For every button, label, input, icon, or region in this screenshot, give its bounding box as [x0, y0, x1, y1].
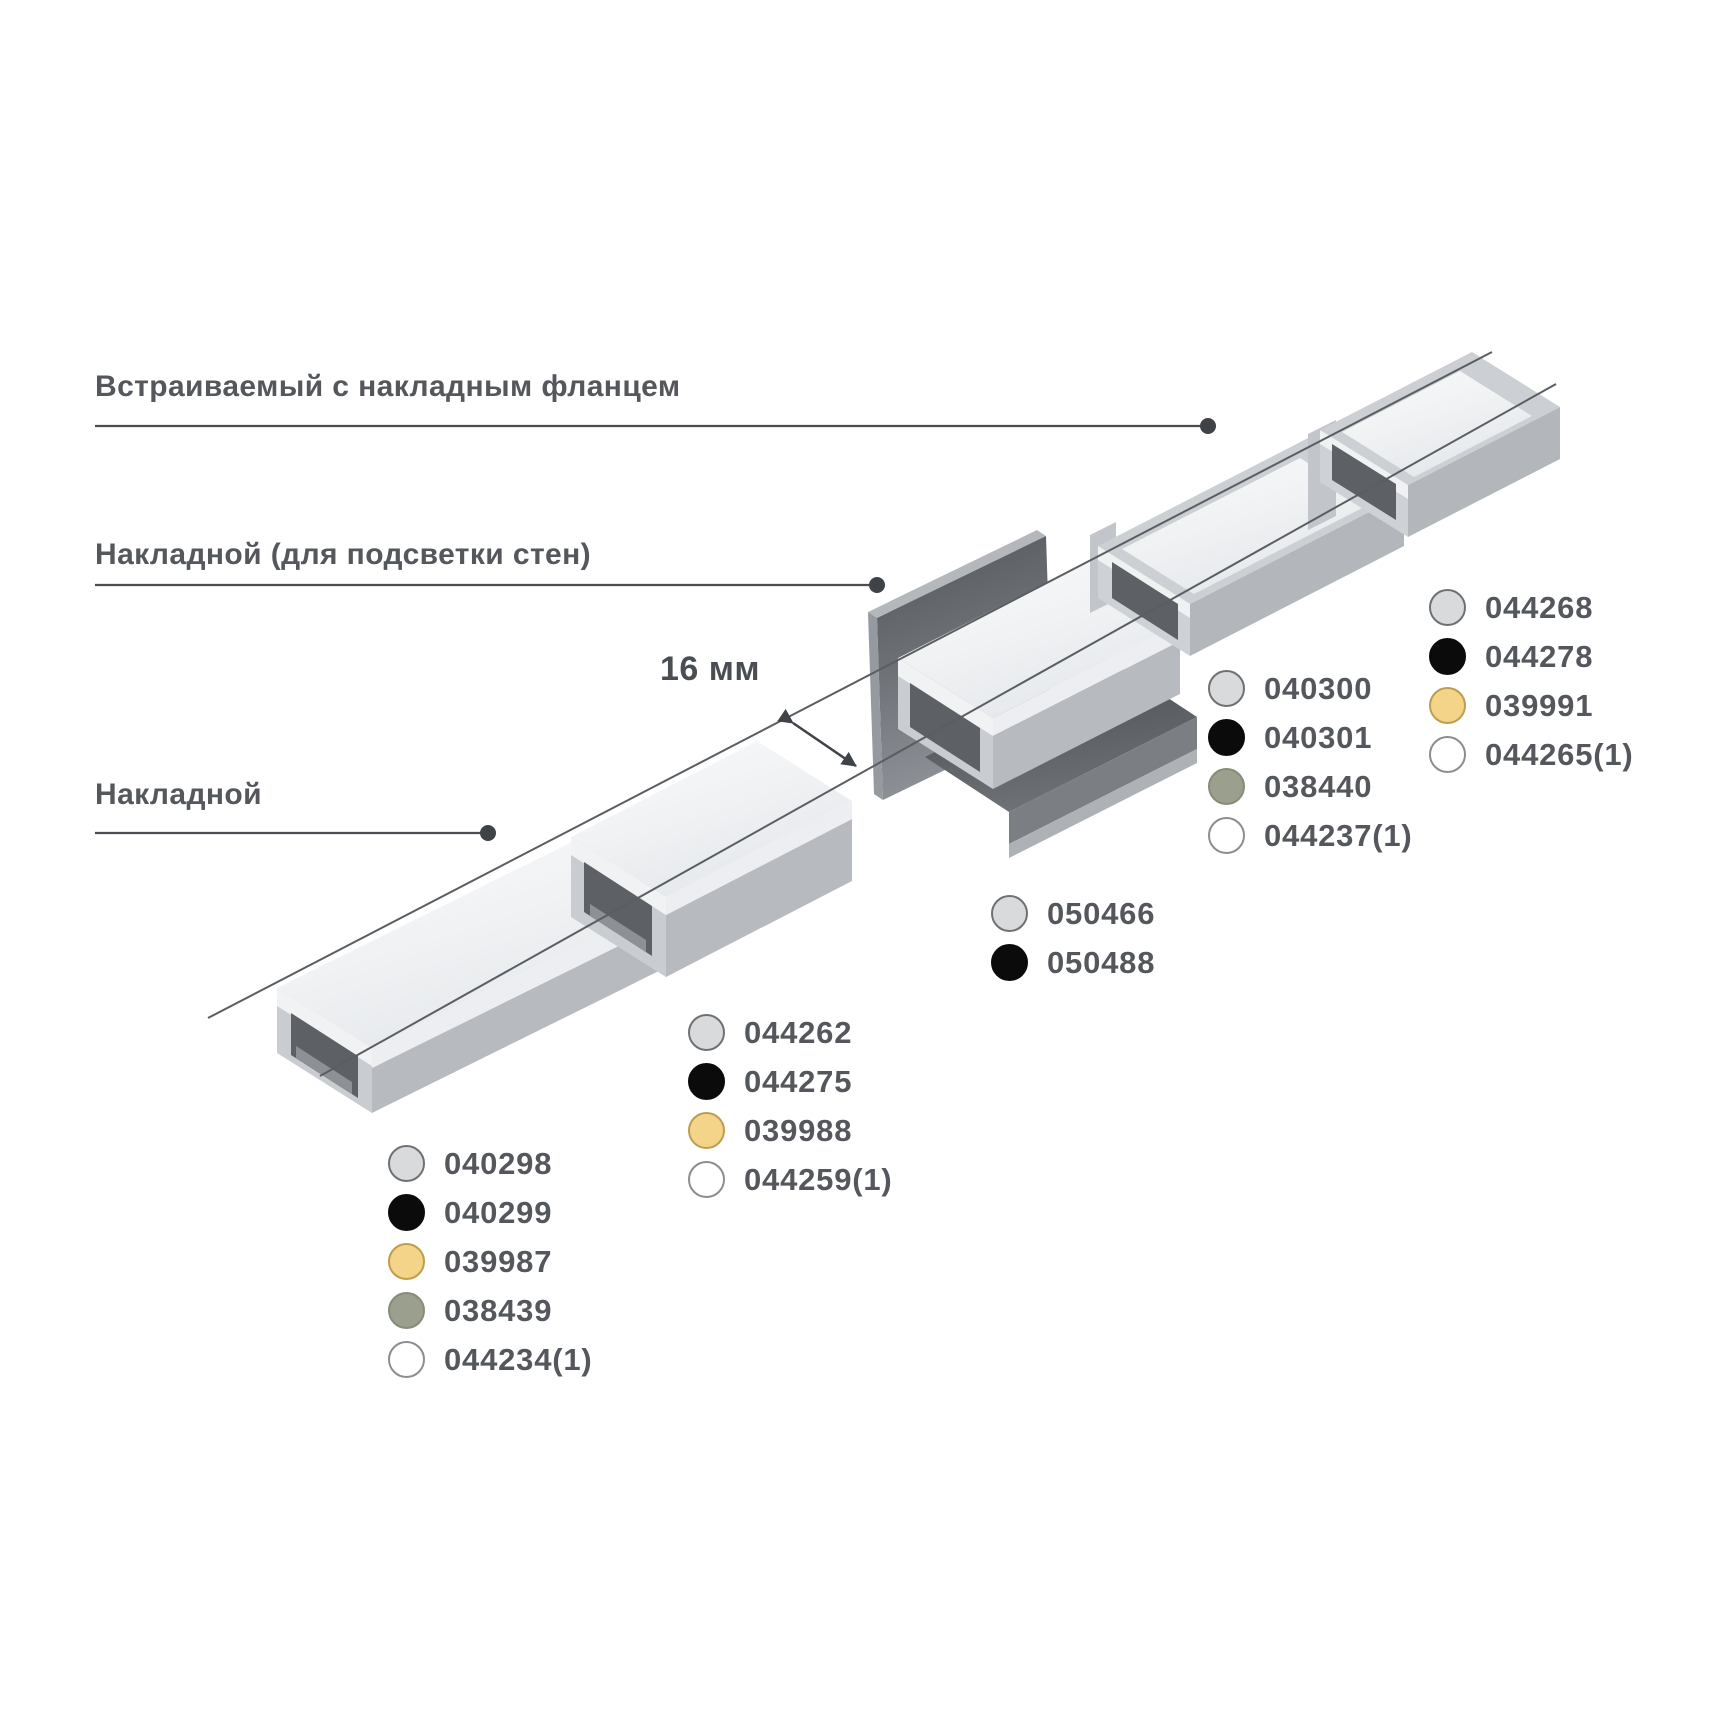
- article-row: 044275: [688, 1057, 893, 1106]
- color-swatch-white: [688, 1161, 725, 1198]
- color-swatch-black: [388, 1194, 425, 1231]
- label-surface: Накладной: [95, 778, 263, 811]
- color-swatch-silver: [1208, 670, 1245, 707]
- article-row: 039987: [388, 1237, 593, 1286]
- article-row: 044265(1): [1429, 730, 1634, 779]
- article-list-recessed-deep: 044268 044278 039991 044265(1): [1429, 583, 1634, 779]
- article-row: 044268: [1429, 583, 1634, 632]
- leader-dot-wall: [869, 577, 885, 593]
- color-swatch-gold: [1429, 687, 1466, 724]
- article-code: 044278: [1485, 638, 1594, 674]
- color-swatch-silver: [1429, 589, 1466, 626]
- profile-illustration-surface-high: [571, 741, 852, 977]
- article-row: 040300: [1208, 664, 1413, 713]
- leader-surface-wall: [95, 577, 885, 593]
- article-row: 038439: [388, 1286, 593, 1335]
- color-swatch-gold: [688, 1112, 725, 1149]
- article-code: 039987: [444, 1243, 553, 1279]
- article-list-wall-washer: 050466 050488: [991, 889, 1155, 987]
- article-code: 040300: [1264, 670, 1373, 706]
- color-swatch-silver: [991, 895, 1028, 932]
- leader-dot-recessed: [1200, 418, 1216, 434]
- article-code: 044237(1): [1264, 817, 1413, 853]
- article-code: 044262: [744, 1014, 853, 1050]
- article-row: 044237(1): [1208, 811, 1413, 860]
- article-code: 038440: [1264, 768, 1373, 804]
- article-list-surface-low: 040298 040299 039987 038439 044234(1): [388, 1139, 593, 1384]
- article-code: 044265(1): [1485, 736, 1634, 772]
- color-swatch-black: [688, 1063, 725, 1100]
- color-swatch-white: [1208, 817, 1245, 854]
- color-swatch-white: [1429, 736, 1466, 773]
- article-row: 050466: [991, 889, 1155, 938]
- article-code: 040298: [444, 1145, 553, 1181]
- article-row: 044262: [688, 1008, 893, 1057]
- article-row: 040298: [388, 1139, 593, 1188]
- article-code: 038439: [444, 1292, 553, 1328]
- article-row: 039991: [1429, 681, 1634, 730]
- article-code: 039988: [744, 1112, 853, 1148]
- leader-dot-surface: [480, 825, 496, 841]
- construction-line-lower: [319, 383, 1557, 1077]
- label-surface-wall: Накладной (для подсветки стен): [95, 538, 592, 571]
- article-row: 040299: [388, 1188, 593, 1237]
- article-row: 038440: [1208, 762, 1413, 811]
- color-swatch-olive: [1208, 768, 1245, 805]
- color-swatch-white: [388, 1341, 425, 1378]
- color-swatch-gold: [388, 1243, 425, 1280]
- article-row: 039988: [688, 1106, 893, 1155]
- article-code: 044234(1): [444, 1341, 593, 1377]
- leader-recessed-flange: [95, 418, 1216, 434]
- color-swatch-silver: [388, 1145, 425, 1182]
- dimension-arrow-16mm: [777, 708, 857, 768]
- article-code: 039991: [1485, 687, 1594, 723]
- color-swatch-olive: [388, 1292, 425, 1329]
- color-swatch-silver: [688, 1014, 725, 1051]
- label-dimension-16mm: 16 мм: [660, 650, 761, 688]
- color-swatch-black: [1429, 638, 1466, 675]
- construction-line-upper: [207, 351, 1493, 1019]
- profile-illustration-recessed-deep: [1308, 352, 1560, 537]
- article-row: 050488: [991, 938, 1155, 987]
- article-list-surface-high: 044262 044275 039988 044259(1): [688, 1008, 893, 1204]
- article-row: 040301: [1208, 713, 1413, 762]
- article-code: 044268: [1485, 589, 1594, 625]
- article-code: 050488: [1047, 944, 1156, 980]
- article-code: 040301: [1264, 719, 1373, 755]
- color-swatch-black: [991, 944, 1028, 981]
- article-code: 044275: [744, 1063, 853, 1099]
- article-code: 044259(1): [744, 1161, 893, 1197]
- article-list-recessed-wide: 040300 040301 038440 044237(1): [1208, 664, 1413, 860]
- article-code: 040299: [444, 1194, 553, 1230]
- article-row: 044278: [1429, 632, 1634, 681]
- article-code: 050466: [1047, 895, 1156, 931]
- color-swatch-black: [1208, 719, 1245, 756]
- leader-surface: [95, 825, 496, 841]
- article-row: 044234(1): [388, 1335, 593, 1384]
- label-recessed-flange: Встраиваемый с накладным фланцем: [95, 370, 681, 403]
- article-row: 044259(1): [688, 1155, 893, 1204]
